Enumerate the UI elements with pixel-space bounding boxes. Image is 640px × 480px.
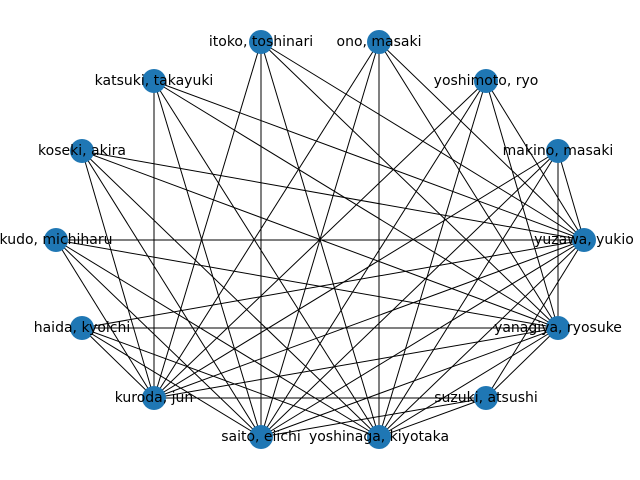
edge-katsuki-yuzawa xyxy=(153,80,585,241)
edge-yuzawa-kuroda xyxy=(153,239,585,399)
edge-makino-kuroda xyxy=(153,150,559,399)
edge-yanagiya-kuroda xyxy=(153,327,559,399)
edge-katsuki-yoshinaga xyxy=(153,80,380,438)
edge-kudo-yanagiya xyxy=(55,239,559,329)
edge-haida-kuroda xyxy=(81,327,155,399)
edge-kudo-saito xyxy=(55,239,262,438)
node-koseki xyxy=(70,139,94,163)
edge-yoshimoto-yanagiya xyxy=(485,80,559,329)
edge-yoshimoto-yuzawa xyxy=(485,80,585,241)
graph-edges xyxy=(55,41,585,438)
node-ono xyxy=(367,30,391,54)
edge-makino-saito xyxy=(260,150,559,438)
node-label-kuroda: kuroda, jun xyxy=(115,390,194,406)
node-yoshinaga xyxy=(367,425,391,449)
edge-yuzawa-yoshinaga xyxy=(378,239,585,438)
node-label-haida: haida, kyoichi xyxy=(34,320,131,336)
node-label-katsuki: katsuki, takayuki xyxy=(95,73,214,89)
edge-kudo-yoshinaga xyxy=(55,239,380,438)
edge-suzuki-yuzawa xyxy=(485,239,585,399)
node-label-kudo: kudo, michiharu xyxy=(0,232,112,248)
edge-koseki-kuroda xyxy=(81,150,155,399)
node-label-yoshinaga: yoshinaga, kiyotaka xyxy=(309,429,449,445)
edge-katsuki-saito xyxy=(153,80,262,438)
edge-haida-yoshinaga xyxy=(81,327,380,438)
node-kuroda xyxy=(142,386,166,410)
node-label-koseki: koseki, akira xyxy=(38,143,126,159)
node-label-saito: saito, eiichi xyxy=(221,429,301,445)
graph-labels: itoko, toshinari ono, masaki katsuki, taka… xyxy=(0,34,634,445)
node-label-yanagiya: yanagiya, ryosuke xyxy=(494,320,622,336)
node-yoshimoto xyxy=(474,69,498,93)
node-haida xyxy=(70,316,94,340)
edge-suzuki-saito xyxy=(260,397,487,438)
node-suzuki xyxy=(474,386,498,410)
edge-itoko-kuroda xyxy=(153,41,262,399)
node-label-yuzawa: yuzawa, yukio xyxy=(534,232,634,248)
edge-ono-yanagiya xyxy=(378,41,559,329)
node-makino xyxy=(546,139,570,163)
node-kudo xyxy=(44,228,68,252)
node-label-ono: ono, masaki xyxy=(337,34,422,50)
edge-koseki-yoshinaga xyxy=(81,150,380,438)
node-itoko xyxy=(249,30,273,54)
edge-makino-yuzawa xyxy=(557,150,585,241)
edge-haida-yuzawa xyxy=(81,239,585,329)
edge-yuzawa-saito xyxy=(260,239,585,438)
node-label-yoshimoto: yoshimoto, ryo xyxy=(434,73,539,89)
edge-ono-yuzawa xyxy=(378,41,585,241)
edge-suzuki-yanagiya xyxy=(485,327,559,399)
edge-koseki-saito xyxy=(81,150,262,438)
node-katsuki xyxy=(142,69,166,93)
node-label-makino: makino, masaki xyxy=(503,143,614,159)
edge-suzuki-yoshinaga xyxy=(378,397,487,438)
edge-kudo-kuroda xyxy=(55,239,155,399)
edge-itoko-yanagiya xyxy=(260,41,559,329)
edge-haida-saito xyxy=(81,327,262,438)
edge-yoshimoto-yoshinaga xyxy=(378,80,487,438)
edge-makino-yoshinaga xyxy=(378,150,559,438)
node-label-itoko: itoko, toshinari xyxy=(209,34,313,50)
graph-nodes xyxy=(44,30,596,449)
node-yuzawa xyxy=(572,228,596,252)
edge-koseki-yuzawa xyxy=(81,150,585,241)
node-yanagiya xyxy=(546,316,570,340)
edge-yanagiya-yoshinaga xyxy=(378,327,559,438)
node-label-suzuki: suzuki, atsushi xyxy=(434,390,538,406)
edge-yanagiya-saito xyxy=(260,327,559,438)
node-saito xyxy=(249,425,273,449)
